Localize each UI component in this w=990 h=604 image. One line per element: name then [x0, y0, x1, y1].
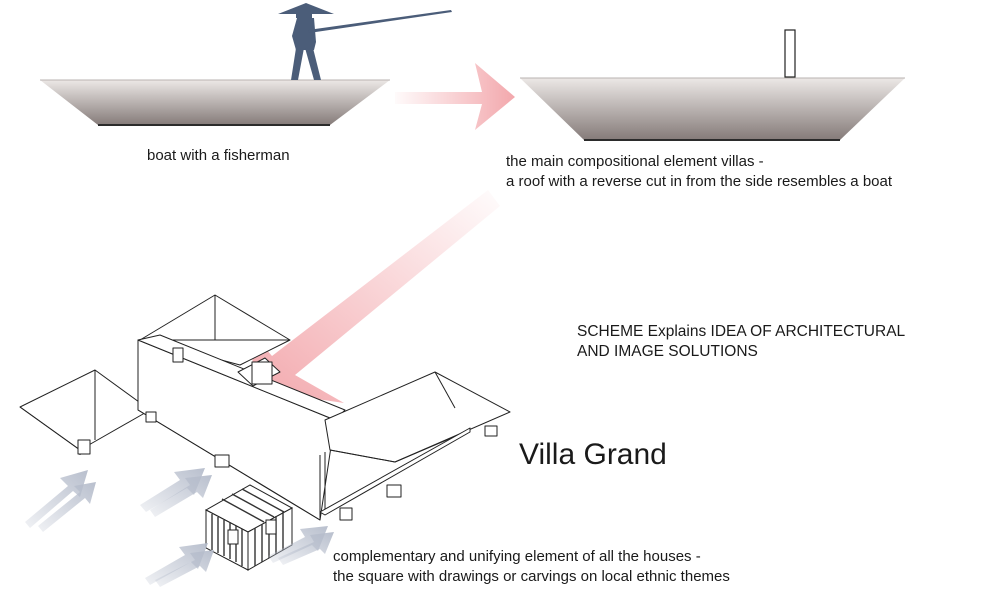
caption-scheme-line1: SCHEME Explains IDEA OF ARCHITECTURAL: [577, 323, 906, 340]
square-pavilion: [204, 484, 294, 571]
concept-arrow: [250, 190, 500, 403]
fishing-rod: [308, 10, 452, 33]
caption-square: complementary and unifying element of al…: [333, 547, 730, 587]
villa-axonometric: [19, 294, 511, 521]
chimney: [784, 29, 796, 78]
flow-arrow: [38, 482, 96, 532]
flow-arrow: [155, 550, 214, 587]
roof-section: [520, 29, 905, 141]
roof-hull: [520, 78, 905, 140]
flow-arrows: [25, 468, 334, 587]
caption-square-line2: the square with drawings or carvings on …: [333, 568, 730, 585]
flow-arrow: [150, 475, 212, 517]
caption-roof-line1: the main compositional element villas -: [506, 153, 764, 170]
fisherman-figure: [278, 3, 452, 80]
villa-title: Villa Grand: [519, 438, 667, 471]
caption-scheme: SCHEME Explains IDEA OF ARCHITECTURAL AN…: [577, 322, 905, 362]
caption-scheme-line2: AND IMAGE SOLUTIONS: [577, 343, 758, 360]
boat-with-fisherman: [40, 3, 452, 126]
transition-arrow: [395, 63, 515, 130]
caption-square-line1: complementary and unifying element of al…: [333, 548, 701, 565]
left-wing-roof: [19, 369, 151, 451]
flow-arrow: [278, 532, 334, 565]
flow-arrow: [25, 470, 88, 528]
boat-hull: [40, 80, 390, 125]
caption-roof: the main compositional element villas - …: [506, 152, 892, 192]
caption-roof-line2: a roof with a reverse cut in from the si…: [506, 173, 893, 190]
right-wing-roof: [324, 371, 511, 463]
caption-boat: boat with a fisherman: [147, 147, 290, 164]
conical-hat: [278, 3, 334, 14]
